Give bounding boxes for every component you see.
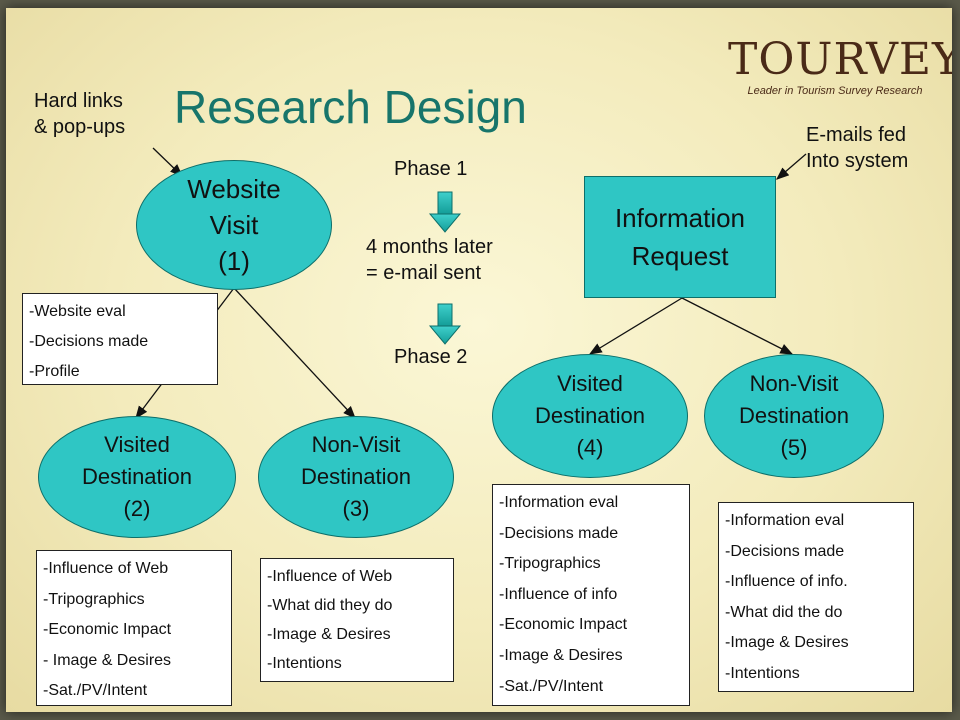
node-line: Non-Visit [311, 432, 401, 457]
logo-tagline: Leader in Tourism Survey Research [747, 85, 923, 97]
note-line: Hard links [34, 90, 123, 112]
box-item: -Intentions [267, 655, 342, 672]
phase-2-label: Phase 2 [394, 346, 468, 368]
note-line: E-mails fed [806, 124, 907, 146]
box-item: -Influence of info [499, 585, 618, 603]
nonvisit-destination-5-node: Non-Visit Destination (5) [704, 354, 884, 478]
box-item: -Tripographics [43, 590, 145, 608]
box-item: -Decisions made [29, 333, 149, 350]
information-request-node: Information Request [584, 176, 776, 298]
node-line: Destination [534, 403, 646, 428]
node-line: Destination [300, 464, 412, 489]
box-item: -Sat./PV/Intent [43, 682, 148, 699]
box-item: -Image & Desires [499, 646, 623, 664]
box-item: - Image & Desires [43, 651, 172, 669]
hard-links-note: Hard links & pop-ups [34, 88, 125, 140]
phase-arrow-2 [428, 303, 462, 345]
phase-arrow-1 [428, 191, 462, 233]
page-title: Research Design [174, 81, 527, 133]
note-line: & pop-ups [34, 116, 126, 138]
phase-1-label: Phase 1 [394, 158, 468, 180]
node-line: Non-Visit [749, 371, 839, 396]
logo-wordmark: TOURVEY [728, 34, 952, 85]
months-later-label: 4 months later = e-mail sent [366, 234, 493, 286]
box-item: -What did they do [267, 597, 393, 614]
box-item: -Economic Impact [499, 616, 628, 634]
edge-ir-to-4 [588, 297, 683, 355]
nonvisit-3-details-box: -Influence of Web -What did they do -Ima… [260, 558, 454, 682]
box-item: -Image & Desires [725, 634, 849, 651]
node-line: (1) [218, 246, 250, 276]
box-item: -What did the do [725, 603, 843, 621]
tourvey-logo: TOURVEY Leader in Tourism Survey Researc… [728, 34, 952, 97]
box-item: -Decisions made [725, 542, 845, 560]
box-item: -Intentions [725, 664, 800, 682]
node-line: Visit [209, 210, 259, 240]
box-item: -Economic Impact [43, 621, 172, 638]
box-item: -Information eval [725, 512, 845, 529]
visited-destination-2-node: Visited Destination (2) [38, 416, 236, 538]
node-line: (2) [123, 496, 151, 521]
node-line: Request [631, 241, 729, 271]
box-item: -Influence of Web [43, 560, 169, 577]
visited-4-details-box: -Information eval -Decisions made -Tripo… [492, 484, 690, 706]
box-item: -Influence of Web [267, 568, 393, 585]
box-item: -Influence of info. [725, 573, 848, 590]
box-item: -Image & Desires [267, 626, 391, 643]
website-visit-node: Website Visit (1) [136, 160, 332, 290]
emails-fed-note: E-mails fed Into system [806, 122, 908, 174]
node-line: Destination [81, 464, 193, 489]
box-item: -Website eval [29, 303, 126, 320]
emails-arrow [776, 153, 807, 180]
slide: Research Design TOURVEY Leader in Touris… [6, 8, 952, 712]
visited-destination-4-node: Visited Destination (4) [492, 354, 688, 478]
box-item: -Sat./PV/Intent [499, 677, 604, 695]
edge-1-to-3 [233, 287, 356, 419]
node-line: Information [614, 203, 746, 233]
note-line: Into system [806, 150, 909, 172]
node-line: (5) [780, 435, 808, 460]
box-item: -Information eval [499, 494, 619, 511]
box-item: -Profile [29, 363, 80, 380]
months-line: = e-mail sent [366, 262, 482, 284]
visited-2-details-box: -Influence of Web -Tripographics -Econom… [36, 550, 232, 706]
node-line: (3) [342, 496, 370, 521]
node-line: Visited [557, 371, 623, 396]
node-line: Visited [104, 432, 170, 457]
months-line: 4 months later [366, 236, 493, 258]
edge-ir-to-5 [681, 297, 794, 355]
box-item: -Tripographics [499, 555, 601, 573]
nonvisit-5-details-box: -Information eval -Decisions made -Influ… [718, 502, 914, 692]
node-line: Website [187, 174, 281, 204]
box-item: -Decisions made [499, 524, 619, 542]
node-line: Destination [738, 403, 850, 428]
node-line: (4) [576, 435, 604, 460]
website-eval-box: -Website eval -Decisions made -Profile [22, 293, 218, 385]
nonvisit-destination-3-node: Non-Visit Destination (3) [258, 416, 454, 538]
